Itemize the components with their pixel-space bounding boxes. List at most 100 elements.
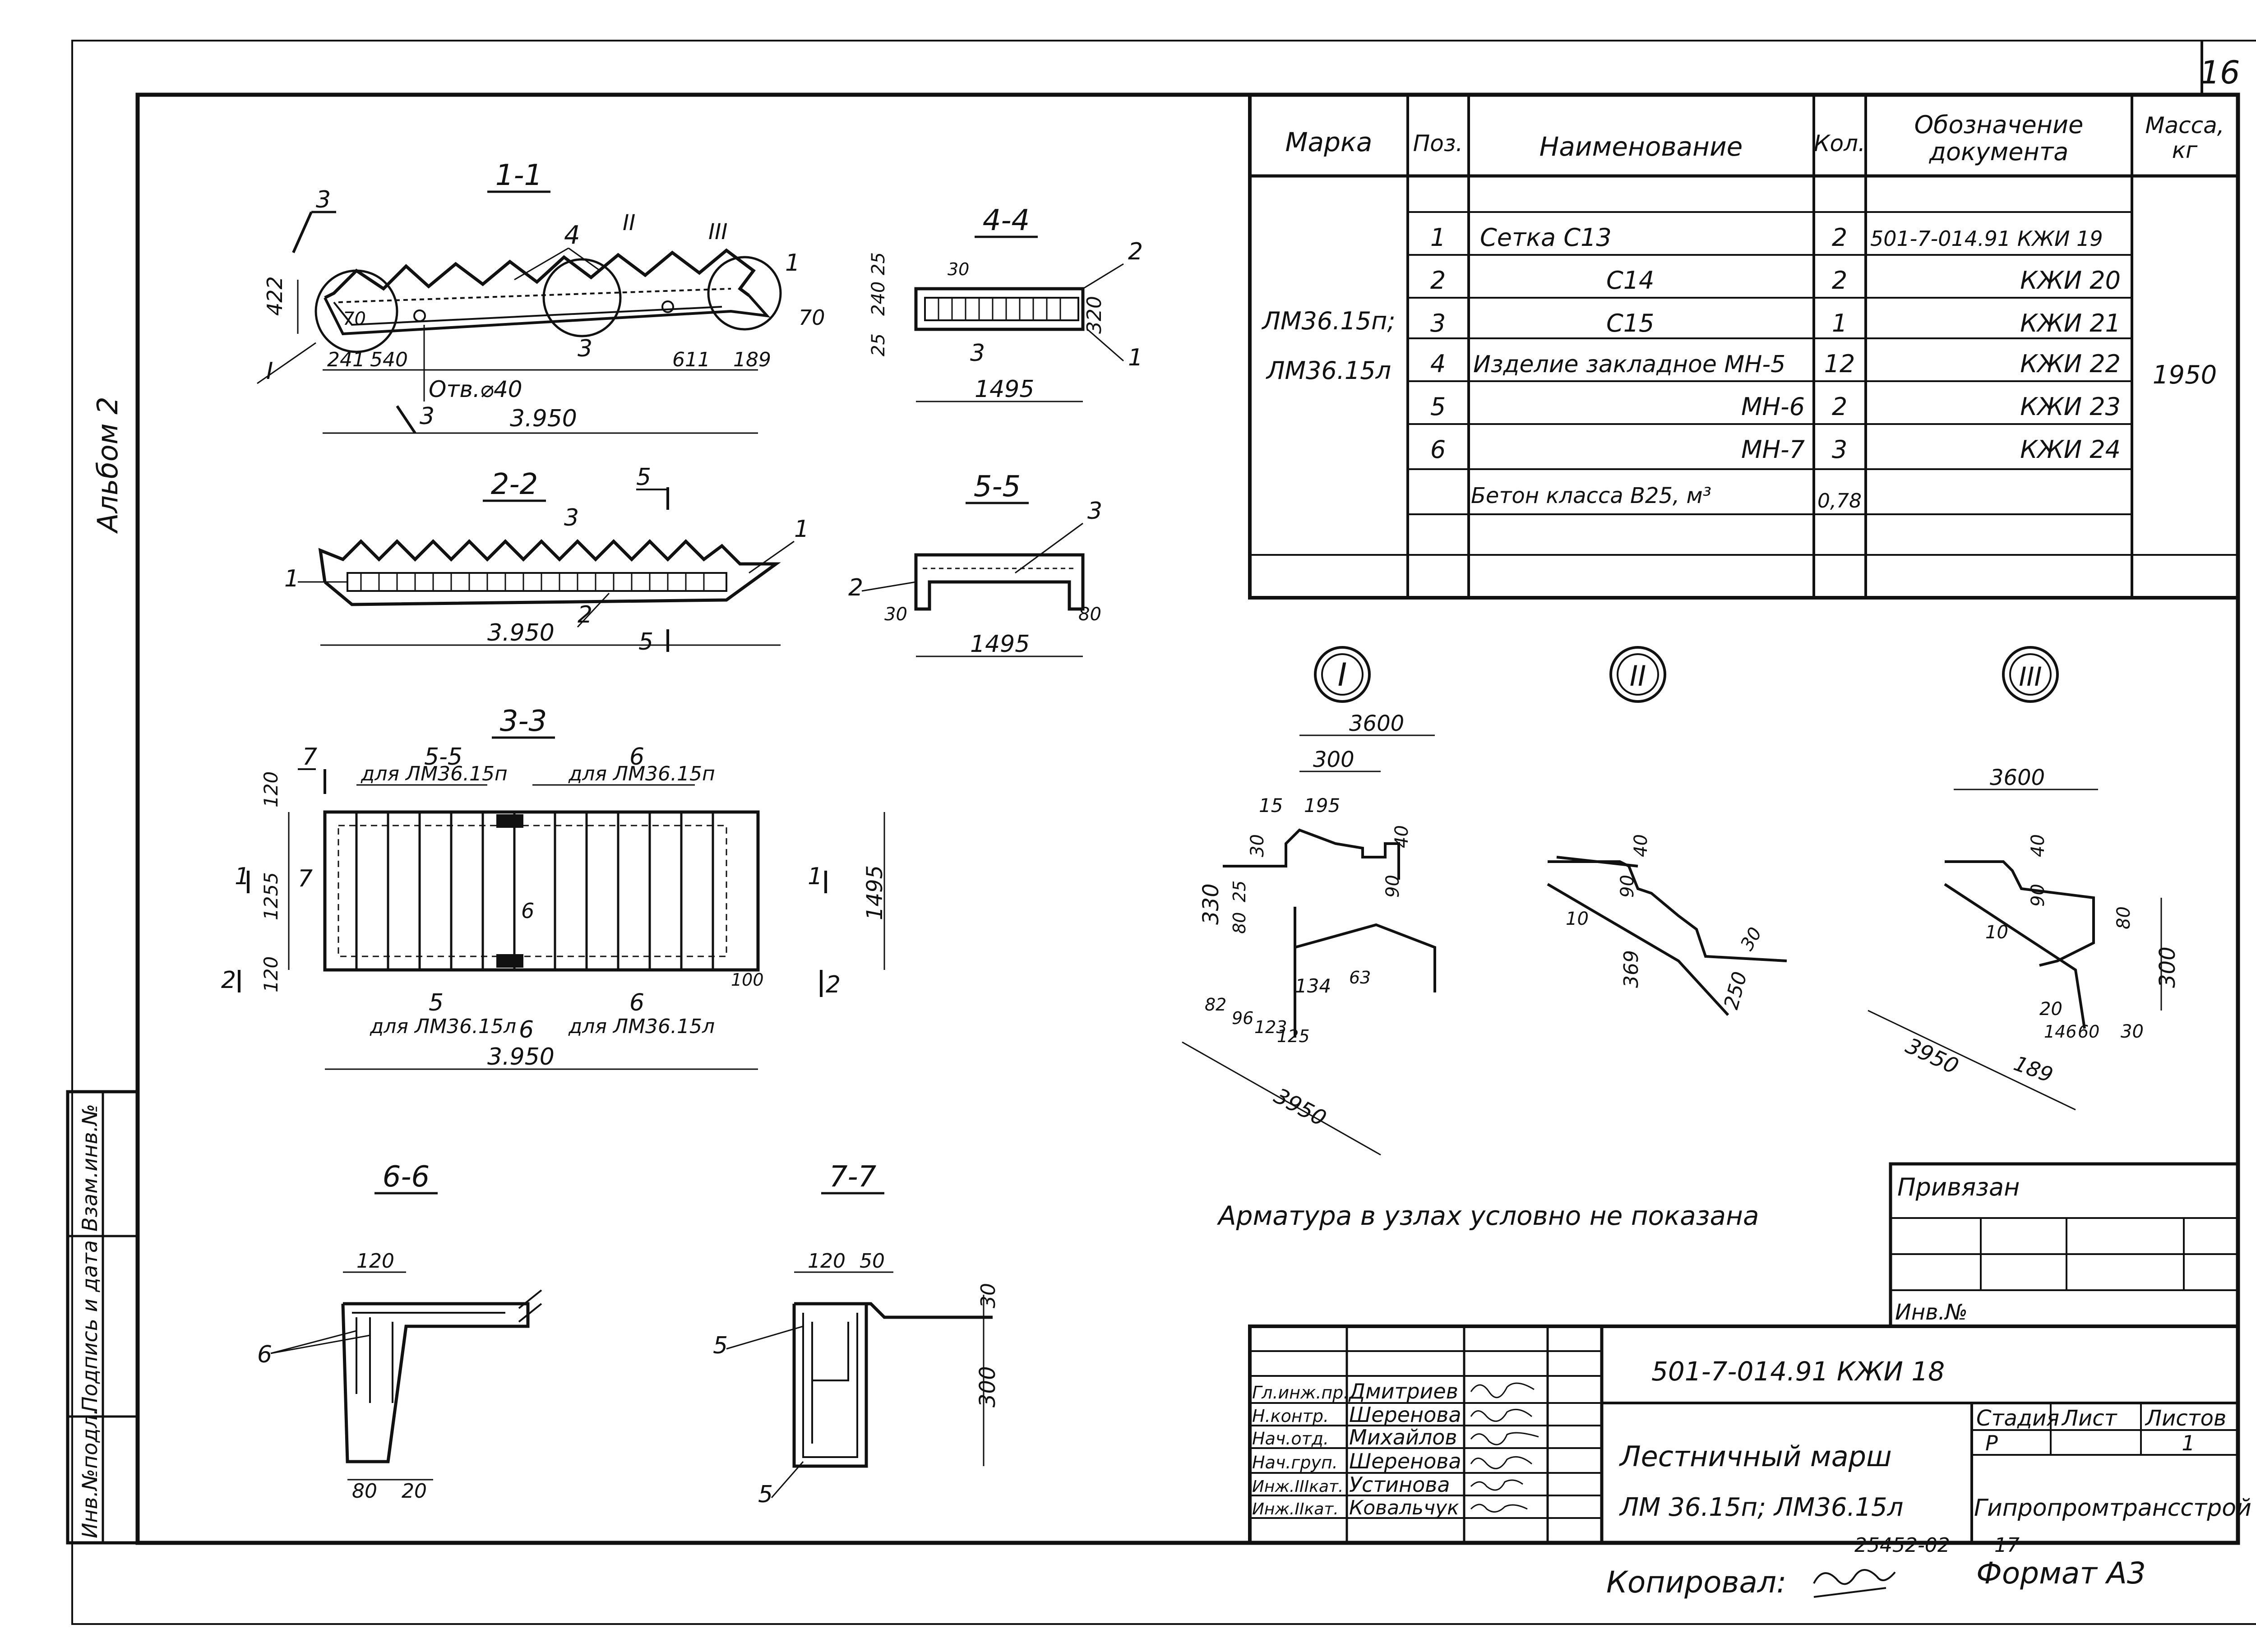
svg-text:Изделие закладное МН-5: Изделие закладное МН-5 bbox=[1473, 351, 1785, 378]
svg-text:90: 90 bbox=[1382, 875, 1403, 898]
svg-text:1: 1 bbox=[284, 565, 299, 592]
svg-text:10: 10 bbox=[1985, 922, 2008, 943]
svg-text:III: III bbox=[2019, 661, 2042, 692]
svg-text:422: 422 bbox=[263, 276, 287, 316]
stamp-signature-date: Подпись и дата bbox=[78, 1240, 102, 1412]
svg-text:90: 90 bbox=[2028, 884, 2048, 907]
svg-text:10: 10 bbox=[1566, 909, 1589, 929]
order-number: 25452-02 bbox=[1854, 1534, 1950, 1557]
svg-text:3.950: 3.950 bbox=[487, 619, 555, 646]
svg-text:для ЛМ36.15л: для ЛМ36.15л bbox=[568, 1015, 715, 1038]
svg-text:70: 70 bbox=[343, 309, 366, 329]
svg-text:240: 240 bbox=[868, 281, 889, 316]
svg-text:Привязан: Привязан bbox=[1897, 1173, 2020, 1201]
side-stamp: Инв.№подл. Подпись и дата Взам.инв.№ bbox=[66, 1090, 139, 1545]
svg-text:2: 2 bbox=[848, 574, 863, 601]
svg-text:МН-7: МН-7 bbox=[1741, 435, 1805, 464]
svg-text:3.950: 3.950 bbox=[510, 405, 577, 432]
svg-text:241: 241 bbox=[327, 348, 365, 371]
svg-text:3: 3 bbox=[564, 504, 579, 531]
copied-signature bbox=[1813, 1569, 1896, 1598]
svg-text:300: 300 bbox=[975, 1366, 1000, 1407]
svg-text:II: II bbox=[1630, 660, 1646, 692]
svg-text:12: 12 bbox=[1824, 350, 1855, 378]
svg-text:3600: 3600 bbox=[1990, 765, 2045, 790]
svg-text:300: 300 bbox=[1313, 747, 1355, 772]
svg-text:1495: 1495 bbox=[970, 631, 1030, 658]
svg-text:Поз.: Поз. bbox=[1413, 130, 1463, 157]
svg-text:63: 63 bbox=[1349, 968, 1371, 988]
svg-text:1495: 1495 bbox=[975, 376, 1034, 403]
svg-text:50: 50 bbox=[860, 1250, 885, 1273]
svg-text:5: 5 bbox=[713, 1332, 728, 1359]
svg-text:2: 2 bbox=[1832, 392, 1847, 421]
node-III: III 3600 40 90 10 80 300 20 146 60 30 18… bbox=[1868, 646, 2180, 1111]
svg-text:Бетон класса В25, м³: Бетон класса В25, м³ bbox=[1471, 483, 1711, 508]
order-sheet: 17 bbox=[1994, 1534, 2020, 1557]
svg-text:1255: 1255 bbox=[260, 872, 282, 920]
svg-text:4: 4 bbox=[1430, 350, 1446, 378]
svg-text:1: 1 bbox=[1128, 344, 1143, 371]
svg-text:2: 2 bbox=[1832, 266, 1847, 295]
svg-text:80: 80 bbox=[352, 1480, 377, 1503]
svg-text:Стадия: Стадия bbox=[1976, 1406, 2059, 1431]
svg-text:90: 90 bbox=[1617, 875, 1638, 898]
svg-text:3: 3 bbox=[420, 403, 435, 430]
svg-text:6: 6 bbox=[257, 1341, 272, 1368]
svg-text:120: 120 bbox=[260, 771, 282, 808]
svg-text:40: 40 bbox=[1392, 825, 1412, 848]
svg-text:КЖИ 21: КЖИ 21 bbox=[2020, 309, 2121, 337]
svg-text:40: 40 bbox=[1631, 834, 1651, 857]
svg-text:Лист: Лист bbox=[2061, 1406, 2118, 1431]
svg-text:6: 6 bbox=[521, 899, 534, 923]
svg-text:320: 320 bbox=[1083, 296, 1106, 334]
svg-text:1: 1 bbox=[2182, 1431, 2195, 1455]
svg-text:134: 134 bbox=[1295, 975, 1331, 997]
svg-text:80: 80 bbox=[1078, 604, 1101, 625]
svg-text:501-7-014.91 КЖИ 18: 501-7-014.91 КЖИ 18 bbox=[1651, 1356, 1945, 1387]
svg-text:6: 6 bbox=[629, 989, 644, 1016]
svg-text:96: 96 bbox=[1232, 1008, 1253, 1028]
svg-text:3: 3 bbox=[578, 335, 592, 362]
svg-text:Р: Р bbox=[1985, 1431, 1998, 1455]
privyazan-block: Привязан Инв.№ bbox=[1889, 1162, 2240, 1328]
svg-text:40: 40 bbox=[2028, 834, 2048, 857]
stamp-vzam-inv: Взам.инв.№ bbox=[78, 1104, 102, 1232]
section-title-4-4: 4-4 bbox=[983, 204, 1030, 237]
svg-text:5: 5 bbox=[758, 1481, 773, 1508]
svg-text:для ЛМ36.15л: для ЛМ36.15л bbox=[370, 1015, 516, 1038]
svg-text:120: 120 bbox=[808, 1250, 846, 1273]
sheet-number: 16 bbox=[2200, 54, 2240, 91]
svg-text:3: 3 bbox=[1087, 498, 1102, 525]
svg-text:1: 1 bbox=[794, 516, 809, 543]
svg-text:КЖИ 24: КЖИ 24 bbox=[2020, 435, 2121, 464]
section-title-7-7: 7-7 bbox=[829, 1160, 877, 1194]
svg-text:Наименование: Наименование bbox=[1539, 131, 1743, 162]
svg-text:7: 7 bbox=[302, 743, 317, 771]
svg-text:для ЛМ36.15п: для ЛМ36.15п bbox=[361, 762, 508, 785]
svg-text:501-7-014.91 КЖИ 19: 501-7-014.91 КЖИ 19 bbox=[1870, 226, 2103, 251]
svg-text:6: 6 bbox=[629, 743, 644, 771]
svg-text:6: 6 bbox=[1430, 435, 1446, 464]
svg-text:120: 120 bbox=[356, 1250, 394, 1273]
svg-text:документа: документа bbox=[1929, 138, 2069, 166]
svg-text:3: 3 bbox=[316, 186, 331, 213]
section-6-6: 6-6 120 6 80 20 bbox=[257, 1160, 542, 1503]
svg-text:250: 250 bbox=[1720, 969, 1752, 1012]
svg-text:МН-6: МН-6 bbox=[1741, 392, 1805, 421]
svg-text:КЖИ 20: КЖИ 20 bbox=[2020, 266, 2121, 295]
svg-text:Нач.отд.: Нач.отд. bbox=[1252, 1429, 1329, 1449]
svg-text:Масса,: Масса, bbox=[2145, 112, 2224, 138]
svg-text:82: 82 bbox=[1205, 995, 1226, 1015]
svg-text:15: 15 bbox=[1259, 794, 1283, 817]
svg-text:25: 25 bbox=[868, 252, 889, 275]
svg-text:30: 30 bbox=[1247, 834, 1268, 857]
svg-text:60: 60 bbox=[2078, 1022, 2099, 1042]
svg-text:2: 2 bbox=[1128, 238, 1143, 265]
svg-text:Устинова: Устинова bbox=[1349, 1472, 1450, 1497]
svg-text:0,78: 0,78 bbox=[1817, 489, 1862, 512]
section-title-3-3: 3-3 bbox=[500, 705, 547, 738]
svg-text:2: 2 bbox=[221, 967, 236, 994]
svg-text:ЛМ36.15л: ЛМ36.15л bbox=[1266, 356, 1391, 385]
svg-text:Михайлов: Михайлов bbox=[1349, 1425, 1457, 1449]
